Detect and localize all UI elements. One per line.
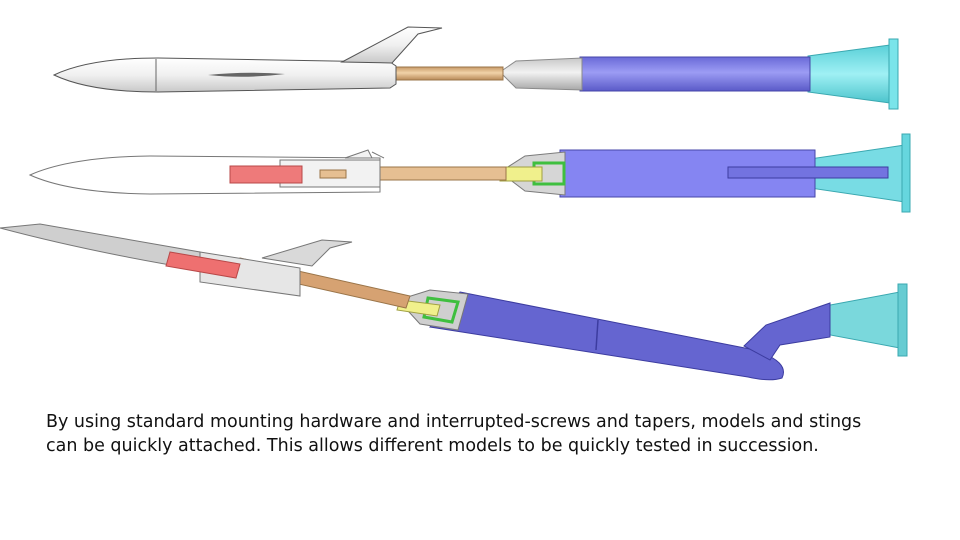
exterior-view [52, 26, 899, 110]
balance [229, 165, 303, 184]
tail-fin [340, 26, 443, 64]
sting-mount-diagram [0, 26, 911, 381]
sting-support-angled [429, 291, 784, 381]
mount-cone [807, 44, 891, 104]
sting-support [579, 56, 811, 92]
mount-flange-angled [897, 283, 908, 357]
support-bore [727, 166, 889, 179]
rod-inner-cap [319, 169, 347, 179]
tail-fin-angled [261, 239, 353, 267]
mount-cone-angled [824, 291, 901, 349]
sting-rod [394, 66, 504, 81]
balance-angled [165, 251, 241, 279]
caption-text: By using standard mounting hardware and … [46, 412, 862, 456]
fin-stub [344, 149, 373, 159]
sting-adapter [499, 57, 583, 91]
support-riser [743, 302, 831, 361]
fin-edge [371, 151, 385, 159]
angled-section-view [0, 223, 908, 381]
body-window [208, 72, 285, 77]
section-view [28, 133, 911, 213]
support-joint [595, 319, 599, 351]
mount-flange [888, 38, 899, 110]
mount-flange-section [901, 133, 911, 213]
